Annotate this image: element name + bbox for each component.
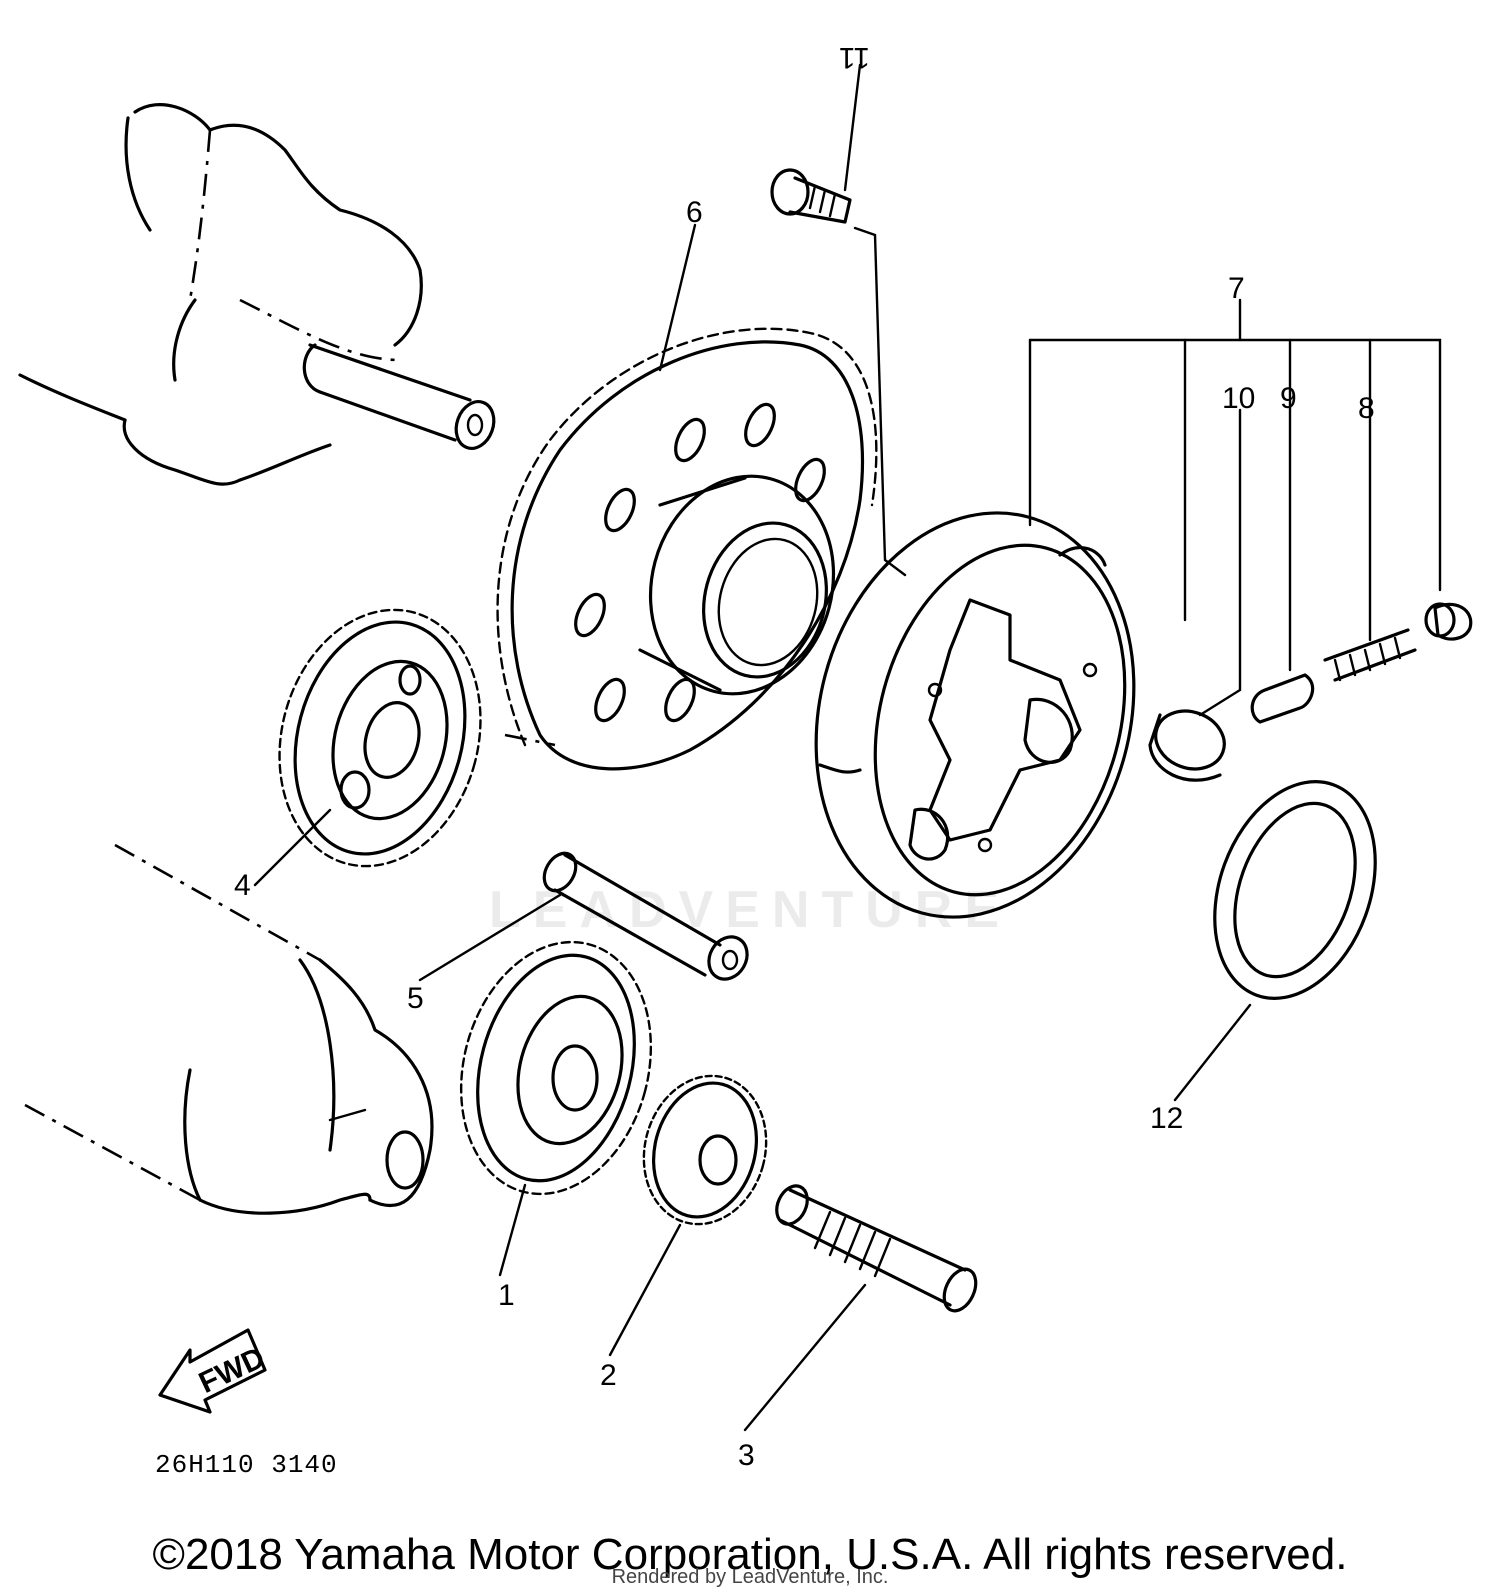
callout-11: 11 — [839, 41, 870, 74]
clutch-spring — [1323, 628, 1417, 682]
callout-4: 4 — [234, 869, 251, 902]
callout-labels: 1 2 3 4 5 6 7 8 9 10 11 12 — [234, 41, 1375, 1472]
fwd-arrow-icon: FWD — [158, 1328, 270, 1414]
diagram-code: 26H110 3140 — [155, 1450, 338, 1480]
rendered-by-text: Rendered by LeadVenture, Inc. — [611, 1566, 889, 1588]
starter-clutch-assembly — [814, 511, 1136, 919]
clutch-roller — [1148, 709, 1226, 782]
callout-6: 6 — [686, 196, 703, 229]
bolt — [770, 168, 852, 224]
fwd-label: FWD — [194, 1341, 270, 1400]
splined-shaft — [775, 1184, 978, 1313]
starter-idler-gear — [459, 940, 653, 1196]
callout-8: 8 — [1358, 392, 1375, 425]
callout-3: 3 — [738, 1439, 755, 1472]
crankshaft-illustration — [18, 103, 496, 486]
starter-motor-illustration — [24, 843, 434, 1215]
watermark: LEADVENTURE — [488, 881, 1012, 939]
callout-2: 2 — [600, 1359, 617, 1392]
idler-gear — [278, 608, 482, 868]
callout-9: 9 — [1280, 382, 1297, 415]
callout-7: 7 — [1228, 272, 1245, 305]
washer-ring — [1213, 780, 1377, 1000]
callout-5: 5 — [407, 982, 424, 1015]
large-starter-gear — [496, 327, 878, 771]
callout-1: 1 — [498, 1279, 515, 1312]
copyright-text: ©2018 Yamaha Motor Corporation, U.S.A. A… — [152, 1530, 1348, 1579]
leader-lines — [253, 63, 1442, 1432]
spring-cap — [1424, 602, 1473, 641]
clutch-plunger — [1250, 673, 1315, 724]
small-gear — [642, 1074, 768, 1226]
callout-12: 12 — [1150, 1102, 1183, 1135]
callout-10: 10 — [1222, 382, 1255, 415]
idler-shaft — [542, 851, 749, 981]
